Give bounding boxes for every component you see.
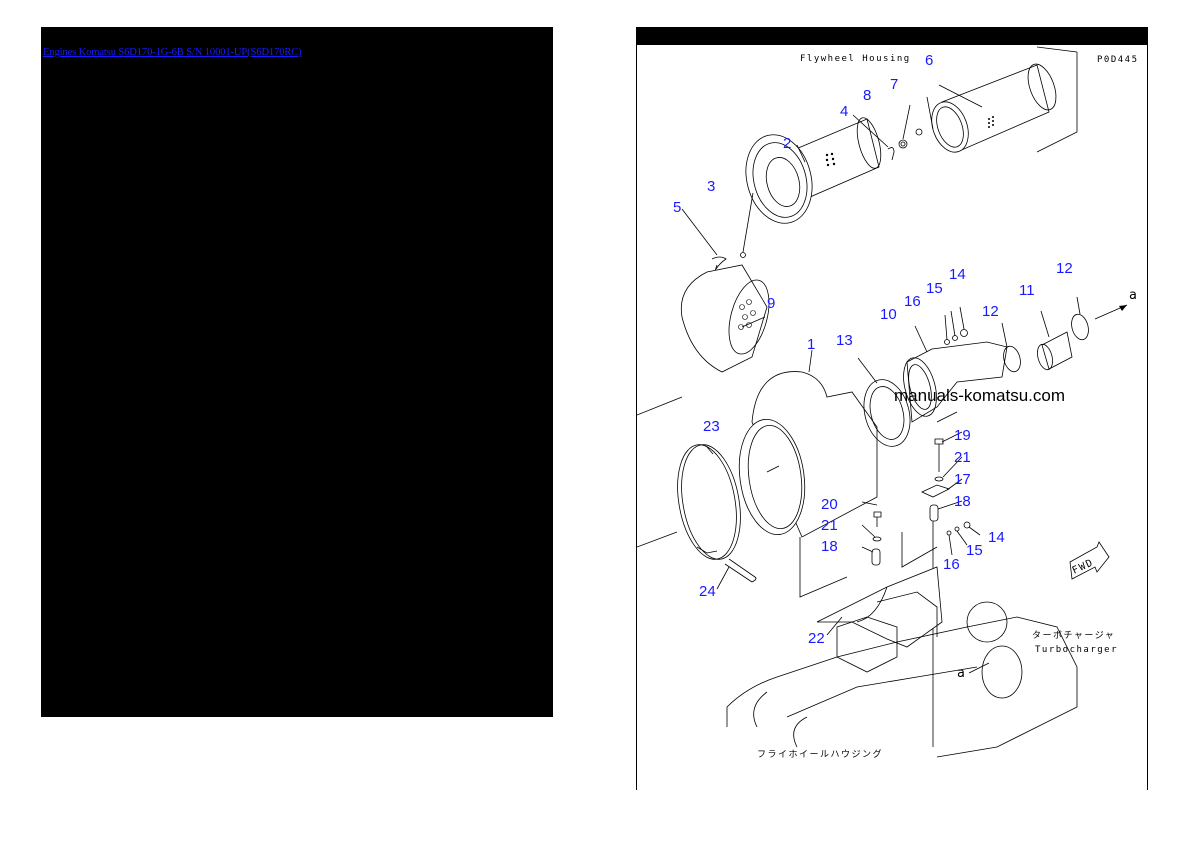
watermark: manuals-komatsu.com [894,386,1065,405]
callout-6: 6 [925,52,933,69]
callout-17: 17 [954,471,971,488]
callout-21-b: 21 [821,517,838,534]
callout-16-b: 16 [943,556,960,573]
part-11-hose-drawing [1037,331,1073,371]
part-24-bolt-drawing [724,558,757,583]
flywheel-housing-label: Flywheel Housing [800,54,911,64]
part-4-drawing [887,147,895,161]
callout-11: 11 [1019,282,1035,299]
part-10-elbow-drawing [903,341,1008,423]
callout-14-b: 14 [988,529,1005,546]
callout-18: 18 [954,493,971,510]
parts-diagram-panel: ﾌﾗｲﾎｲｰﾙﾊｳｼﾞﾝｸﾞ Flywheel Housing P0D445 [636,27,1148,790]
turbocharger-label-jp: ターボチャージャ [1032,630,1115,641]
callout-18-b: 18 [821,538,838,555]
part-20-bolt-drawing [873,511,882,527]
part-2-filter-drawing [745,117,882,224]
part-12-clamp-drawing [1003,345,1021,373]
part-8-drawing [898,139,908,149]
callout-12-b: 12 [1056,260,1073,277]
part-1-body-drawing [738,371,878,538]
diagram-top-bar [637,27,1147,45]
callout-9: 9 [767,295,775,312]
callout-21: 21 [954,449,971,466]
fwd-arrow-sign: FWD [1069,541,1110,580]
callout-3: 3 [707,178,715,195]
breadcrumb-link[interactable]: Engines Komatsu S6D170-1G-6B S/N 10001-U… [43,47,302,58]
part-22-bracket-drawing [816,532,943,648]
callout-19: 19 [954,427,971,444]
callout-5: 5 [673,199,681,216]
exploded-parts-diagram: ﾌﾗｲﾎｲｰﾙﾊｳｼﾞﾝｸﾞ Flywheel Housing P0D445 [637,36,1139,760]
callout-15-b: 15 [966,542,983,559]
callout-12: 12 [982,303,999,320]
callout-8: 8 [863,87,871,104]
part-18-spacer-drawing [929,504,939,522]
arrow-label-a: a [1129,288,1138,303]
callout-24: 24 [699,583,716,600]
part-17-plate-drawing [921,484,951,498]
callout-15: 15 [926,280,943,297]
callout-20: 20 [821,496,838,513]
callout-10: 10 [880,306,897,323]
part-7-drawing [915,128,923,136]
callout-14: 14 [949,266,966,283]
callout-22: 22 [808,630,825,647]
turbocharger-label: Turbocharger [1035,645,1118,655]
callout-7: 7 [890,76,898,93]
page-code: P0D445 [1097,55,1139,65]
part-13-gasket-drawing [863,379,911,447]
leader-lines [681,84,1081,636]
flywheel-housing-label-jp: フライホイールハウジング [757,748,883,760]
callout-13: 13 [836,332,853,349]
engine-turbocharger-drawing [726,591,1078,758]
part-19-bolt-drawing [934,438,944,472]
part-9-cap-drawing [680,264,770,373]
callout-2: 2 [783,135,791,152]
callout-16: 16 [904,293,921,310]
callout-23: 23 [703,418,720,435]
arrow-label-a-2: a [957,666,966,681]
left-panel: Engines Komatsu S6D170-1G-6B S/N 10001-U… [41,27,553,717]
callout-4: 4 [840,103,848,120]
part-3-drawing [740,252,746,258]
part-6-pipe-drawing [931,46,1078,153]
part-23-clamp-drawing [677,444,737,560]
callout-1: 1 [807,336,815,353]
